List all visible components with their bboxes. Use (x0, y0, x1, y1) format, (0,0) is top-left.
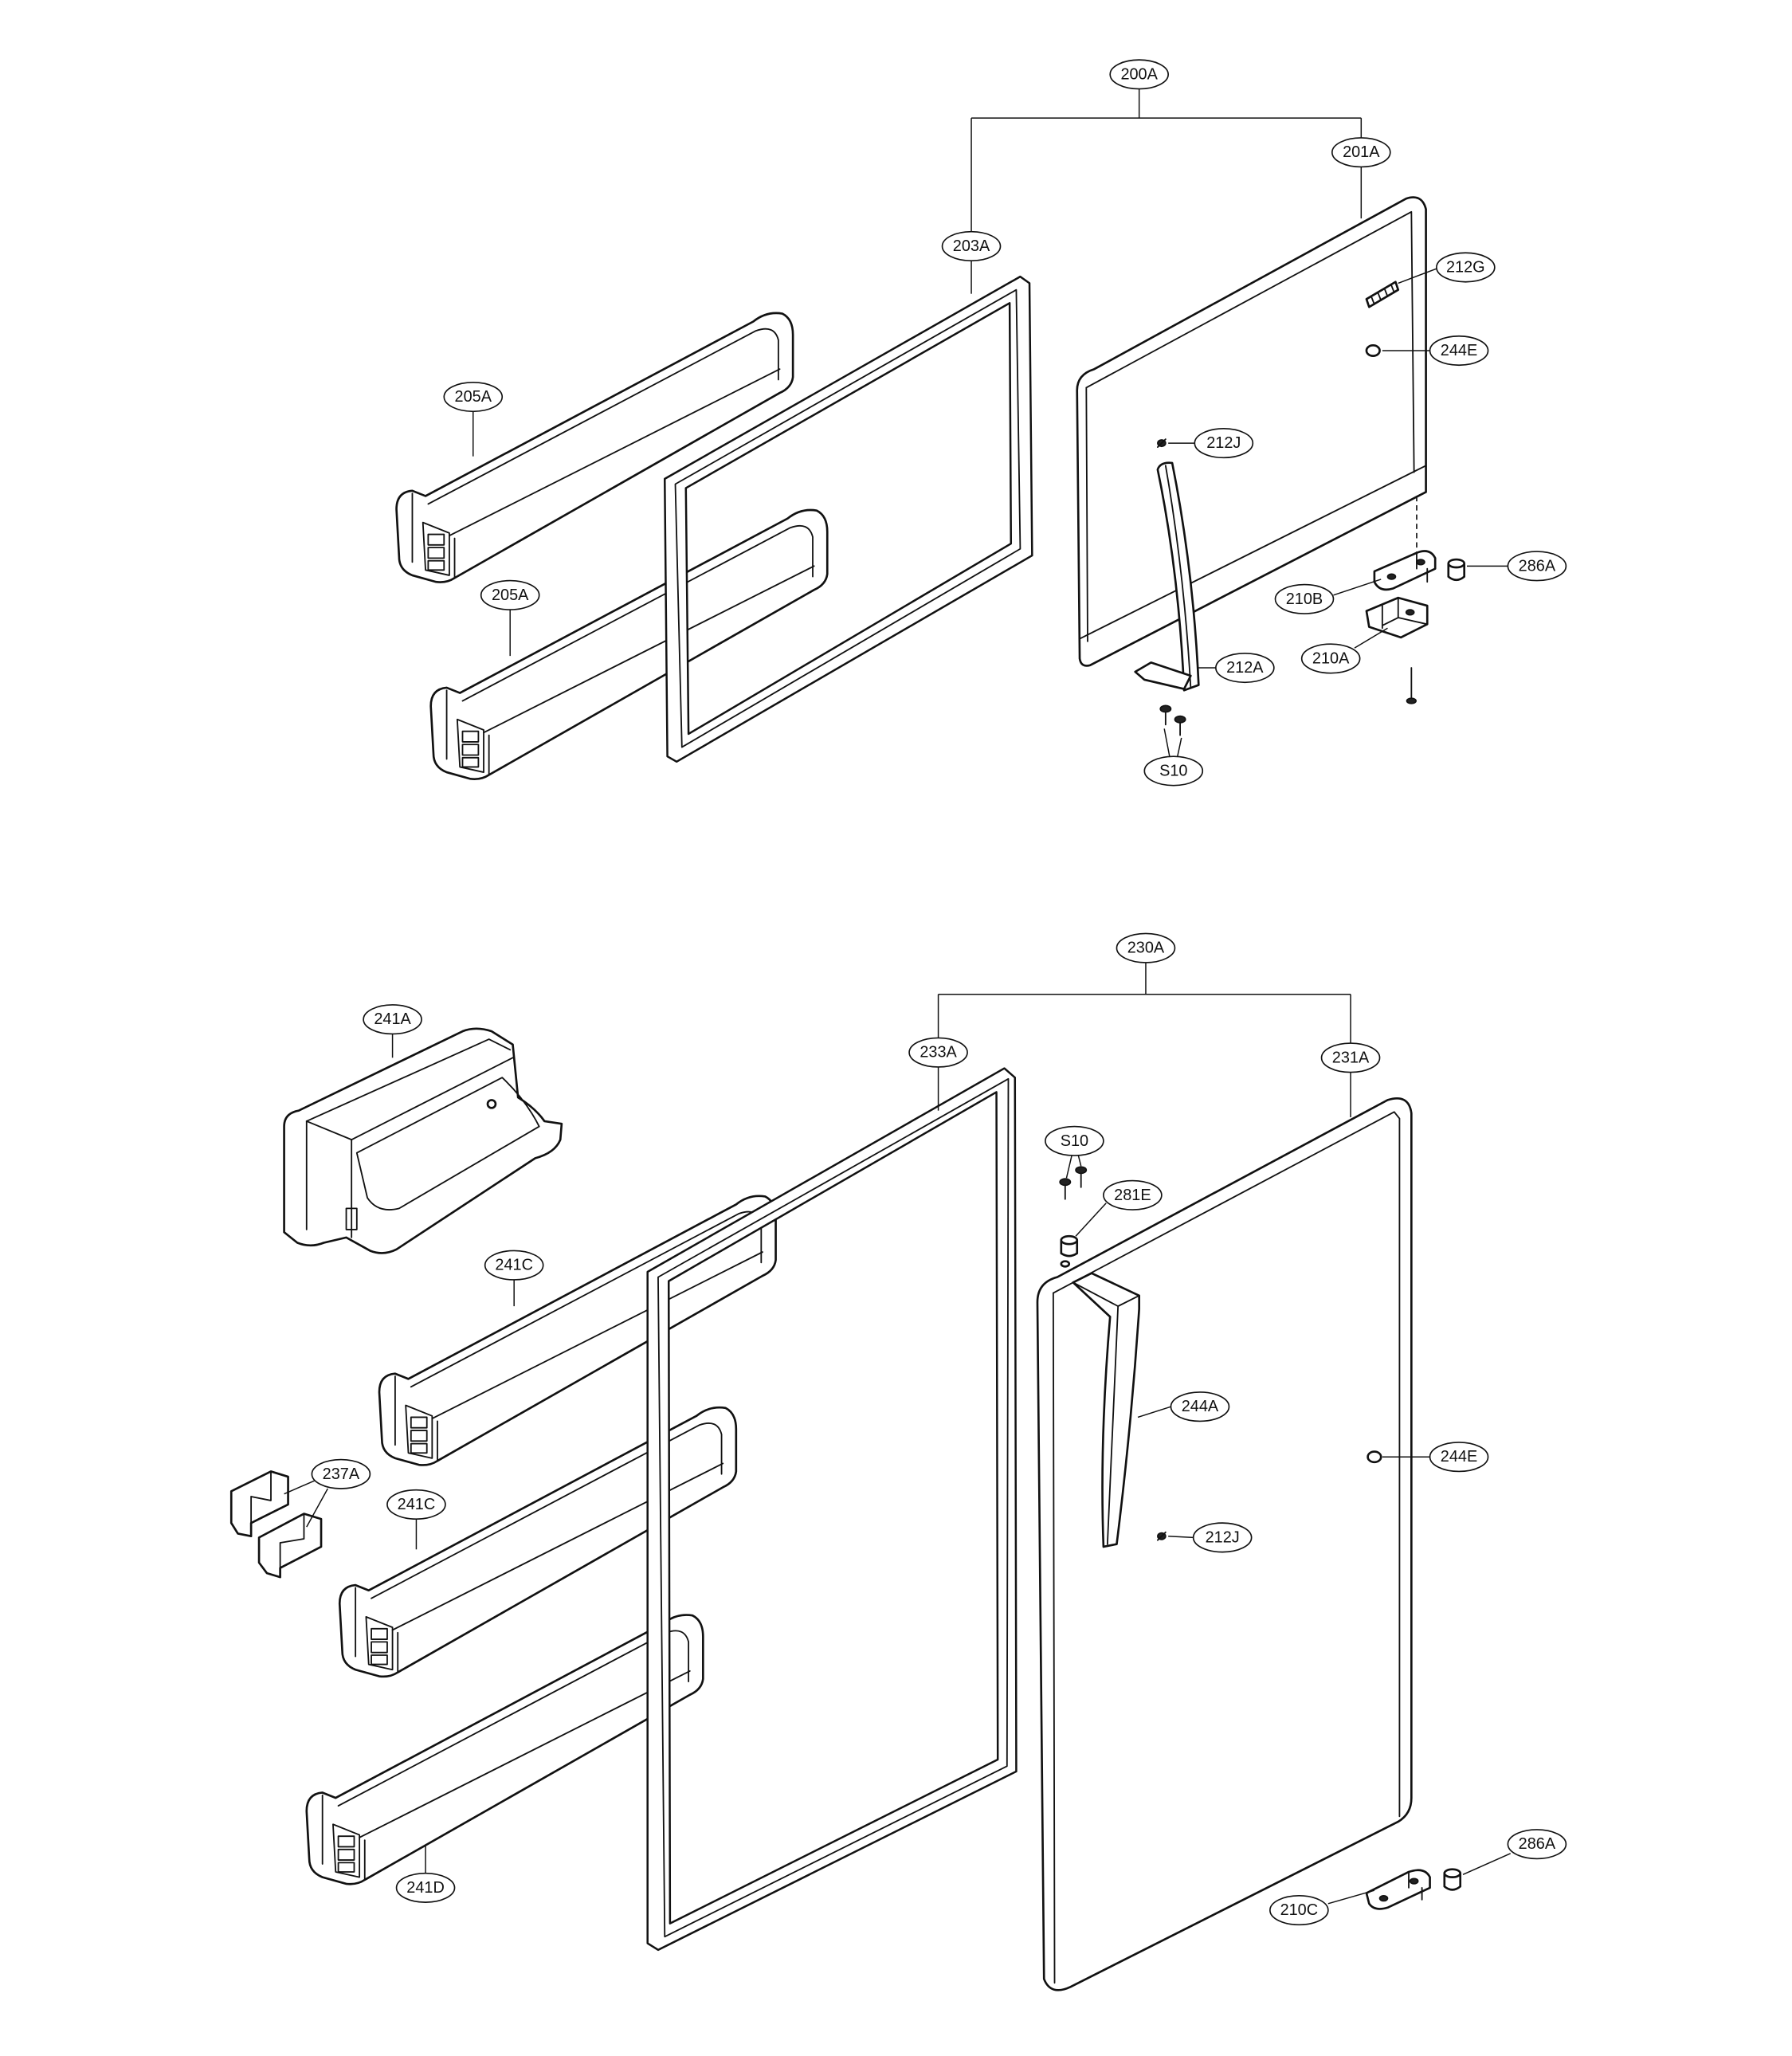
callout-241c-middle: 241C (386, 1489, 446, 1520)
callout-233a: 233A (908, 1037, 968, 1068)
callout-281e: 281E (1103, 1179, 1163, 1210)
callout-237a: 237A (311, 1458, 371, 1489)
dairy-bin-241a (283, 1027, 563, 1254)
callout-label: 210A (1312, 649, 1350, 667)
screws-icon (1059, 1166, 1088, 1200)
hinge-cap-icon (1447, 558, 1466, 582)
callout-212j-lower: 212J (1192, 1522, 1253, 1553)
hinge-plate-210b (1373, 550, 1437, 591)
callout-244e-upper: 244E (1429, 335, 1489, 367)
callout-label: 241C (398, 1496, 436, 1513)
callout-label: S10 (1061, 1132, 1088, 1150)
callout-label: 212J (1206, 434, 1241, 452)
callout-label: 244E (1441, 1448, 1477, 1465)
callout-label: 200A (1120, 65, 1158, 83)
callout-210c: 210C (1269, 1895, 1329, 1926)
upper-leader-lines (473, 167, 1508, 757)
callout-212j-upper: 212J (1194, 428, 1254, 459)
cap-icon (1367, 1450, 1382, 1464)
callout-241c-upper: 241C (484, 1250, 544, 1281)
assembly-bracket-200a (971, 88, 1363, 232)
lower-door-handle (1072, 1272, 1141, 1548)
callout-label: 230A (1127, 940, 1165, 957)
callout-label: 244A (1182, 1398, 1219, 1415)
callout-label: S10 (1159, 762, 1187, 779)
pin-icon (1060, 1234, 1079, 1258)
callout-label: 241D (406, 1879, 445, 1897)
callout-201a: 201A (1331, 137, 1391, 168)
lower-door-section: 230A 241A 233A 231A S10 281E 241C 244A 2… (229, 932, 1567, 1991)
upper-door-handle (1134, 461, 1200, 692)
callout-244a: 244A (1170, 1391, 1230, 1422)
callout-286a-upper: 286A (1507, 551, 1567, 582)
callout-205a-lower: 205A (480, 579, 540, 610)
callout-241a: 241A (363, 1004, 422, 1035)
callout-label: 244E (1441, 342, 1477, 359)
grille-icon (1365, 281, 1400, 308)
callout-label: 210B (1286, 591, 1323, 608)
callout-label: 210C (1280, 1901, 1319, 1919)
callout-label: 281E (1114, 1187, 1151, 1204)
callout-label: 212G (1446, 259, 1485, 277)
hinge-bracket-210a (1365, 596, 1429, 639)
hinge-hole-icon (1060, 1260, 1071, 1268)
callout-231a: 231A (1320, 1042, 1381, 1073)
callout-label: 241A (374, 1010, 411, 1028)
lower-leader-lines (284, 1034, 1512, 1905)
callout-286a-lower: 286A (1507, 1829, 1567, 1860)
callout-210b: 210B (1274, 583, 1335, 614)
callout-241d: 241D (395, 1872, 456, 1903)
callout-label: 231A (1332, 1049, 1370, 1066)
callout-212a: 212A (1215, 652, 1275, 684)
lower-door-gasket (646, 1067, 1018, 1952)
callout-212g: 212G (1436, 252, 1496, 283)
callout-244e-lower: 244E (1429, 1442, 1489, 1473)
screws-icon (1159, 704, 1186, 736)
screw-icon (1156, 1531, 1167, 1541)
screw-icon (1156, 438, 1167, 448)
callout-200a: 200A (1109, 59, 1169, 90)
cap-icon (1365, 344, 1381, 357)
assembly-bracket-230a (937, 962, 1351, 1044)
callout-label: 286A (1519, 1835, 1556, 1853)
hinge-screw-icon (1406, 667, 1417, 704)
callout-s10-lower: S10 (1045, 1125, 1104, 1156)
callout-label: 237A (323, 1465, 360, 1483)
callout-label: 233A (920, 1044, 957, 1061)
callout-label: 205A (455, 388, 492, 406)
callout-203a: 203A (941, 230, 1002, 262)
clips-237a (229, 1470, 323, 1579)
callout-label: 286A (1519, 557, 1556, 575)
callout-230a: 230A (1116, 932, 1176, 963)
callout-label: 201A (1343, 143, 1380, 161)
upper-door-gasket (664, 275, 1033, 763)
upper-door-section: 200A 201A 203A 212G 244E 212J 205A 205A … (395, 59, 1567, 787)
callout-label: 241C (495, 1257, 533, 1274)
hinge-210c (1365, 1869, 1431, 1910)
callout-label: 205A (492, 587, 529, 604)
callout-205a-upper: 205A (443, 381, 504, 413)
callout-label: 212J (1206, 1528, 1240, 1546)
callout-label: 203A (953, 237, 990, 255)
callout-label: 212A (1226, 659, 1264, 677)
hinge-cap-icon (1443, 1868, 1462, 1891)
upper-door-panel (1076, 196, 1427, 667)
callout-s10-upper: S10 (1143, 755, 1204, 787)
callout-210a: 210A (1300, 643, 1361, 674)
